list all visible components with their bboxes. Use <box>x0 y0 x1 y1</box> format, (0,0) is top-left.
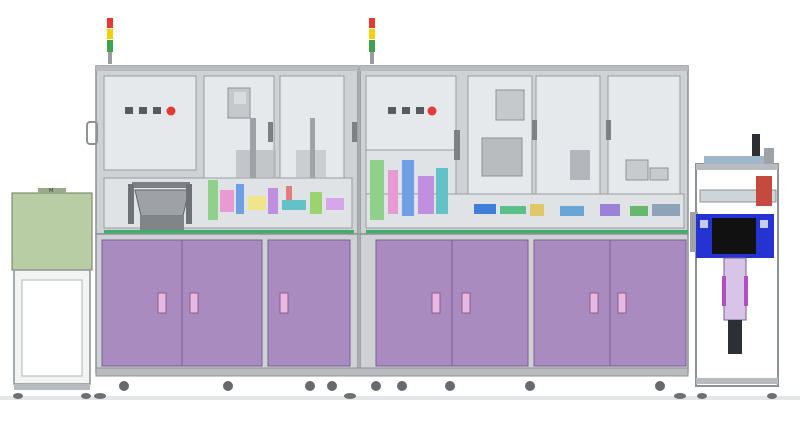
robot-station <box>690 134 779 399</box>
bowl-feeder <box>128 182 192 236</box>
signal-green-light <box>369 40 375 52</box>
module-right-upper <box>359 65 689 235</box>
door-handle <box>189 292 199 314</box>
side-cabinet-label: M <box>49 188 53 194</box>
signal-yellow-light <box>107 29 113 39</box>
signal-green-light <box>107 40 113 52</box>
emergency-stop-icon <box>427 106 437 116</box>
door-handle <box>589 292 599 314</box>
door-handle <box>617 292 627 314</box>
door-handle <box>157 292 167 314</box>
module-left-upper <box>86 65 359 236</box>
signal-red-light <box>369 18 375 28</box>
base-cabinet-left <box>95 233 359 373</box>
signal-yellow-light <box>369 29 375 39</box>
door-handle <box>279 292 289 314</box>
stop-button <box>125 107 133 114</box>
base-cabinet-right <box>359 233 689 373</box>
side-cabinet: M <box>11 188 93 399</box>
signal-tower-left <box>107 18 113 64</box>
door-handle <box>461 292 471 314</box>
floor-strip <box>0 396 800 400</box>
signal-red-light <box>107 18 113 28</box>
door-handle <box>431 292 441 314</box>
signal-tower-right <box>369 18 375 64</box>
emergency-stop-icon <box>166 106 176 116</box>
casters <box>94 381 686 399</box>
